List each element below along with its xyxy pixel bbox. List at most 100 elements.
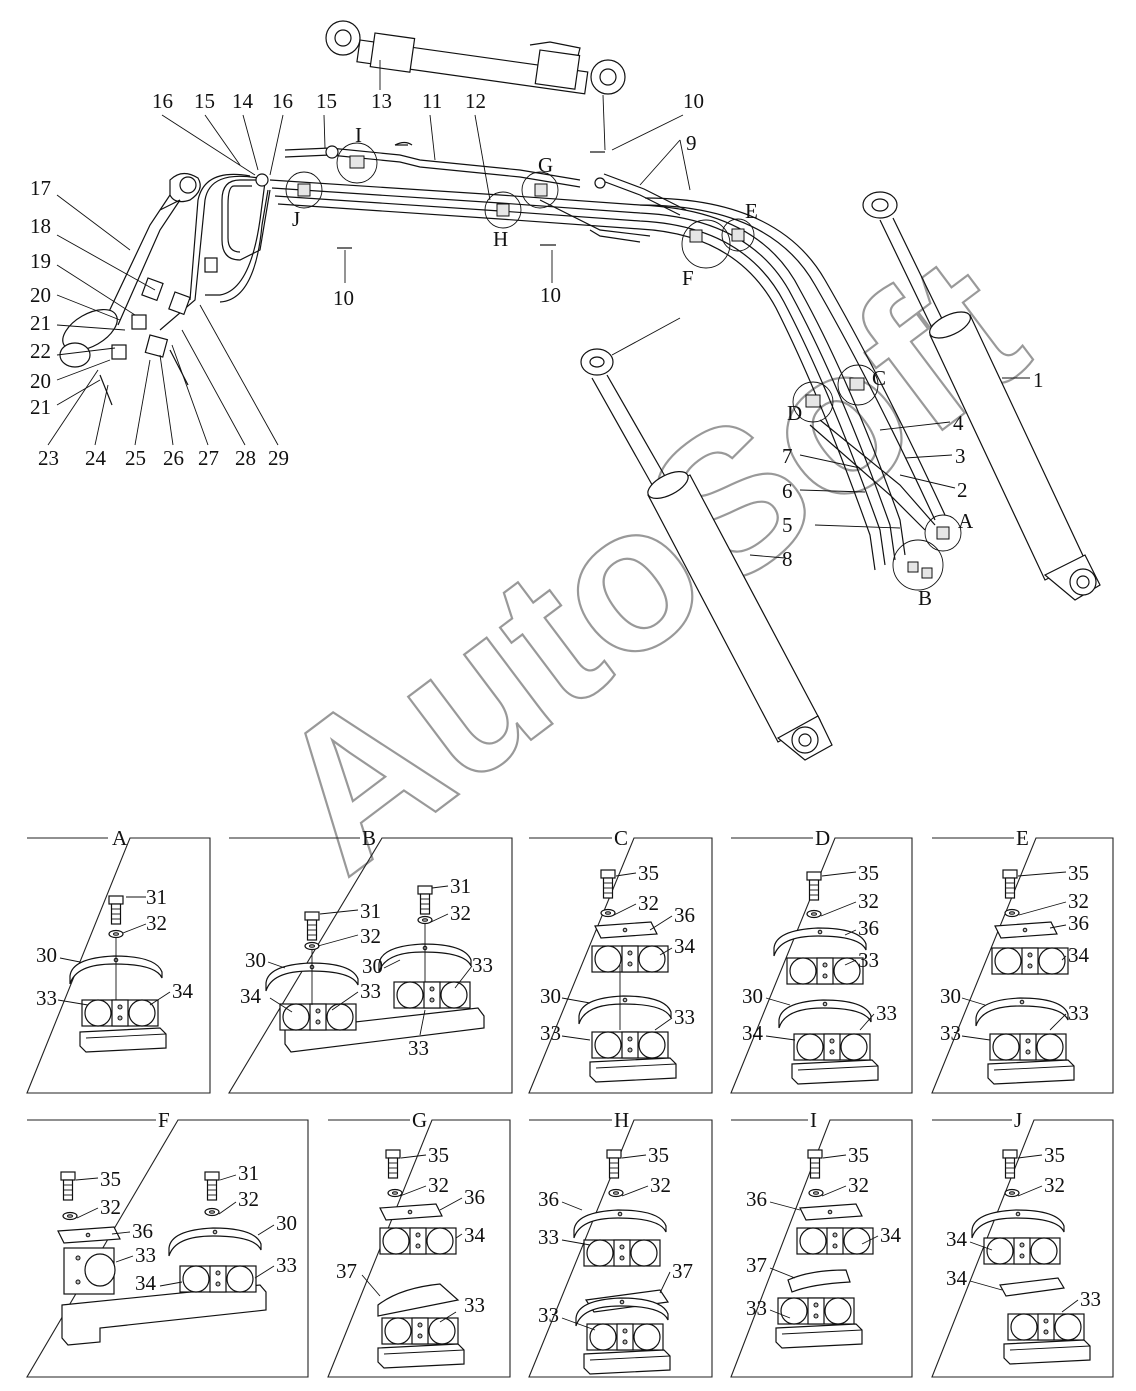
label: 30 [245,948,266,972]
marker-h: H [493,227,508,251]
callout: 14 [232,89,254,113]
callout: 13 [371,89,392,113]
callout: 6 [782,479,793,503]
label: 34 [464,1223,486,1247]
callout: 7 [782,444,793,468]
label: 33 [1080,1287,1101,1311]
label: 33 [464,1293,485,1317]
callout: 23 [38,446,59,470]
label: 33 [1068,1001,1089,1025]
detail-title: G [412,1108,427,1132]
marker-b: B [918,586,932,610]
callout: 20 [30,283,51,307]
callout: 25 [125,446,146,470]
label: 30 [276,1211,297,1235]
label: 30 [742,984,763,1008]
label: 33 [674,1005,695,1029]
label: 31 [146,885,167,909]
label: 36 [1068,911,1089,935]
label: 34 [674,934,696,958]
label: 36 [746,1187,767,1211]
main-callouts: 1 2 3 4 5 6 7 8 9 10 10 10 11 12 13 14 1… [30,89,1044,571]
callout: 22 [30,339,51,363]
label: 30 [940,984,961,1008]
callout: 17 [30,176,51,200]
callout: 2 [957,478,968,502]
marker-g: G [538,153,553,177]
label: 32 [146,911,167,935]
label: 33 [36,986,57,1010]
label: 33 [135,1243,156,1267]
label: 36 [674,903,695,927]
callout: 9 [686,131,697,155]
label: 34 [1068,943,1090,967]
label: 34 [742,1021,764,1045]
detail-view-b: B 31 32 31 32 30 30 34 33 33 33 [228,826,513,1094]
label: 36 [538,1187,559,1211]
detail-title: B [362,826,376,850]
detail-title: H [614,1108,629,1132]
label: 33 [876,1001,897,1025]
detail-title: J [1014,1108,1022,1132]
label: 35 [848,1143,869,1167]
detail-view-h: H 35 32 36 33 37 33 [528,1108,713,1378]
callout: 29 [268,446,289,470]
label: 35 [1068,861,1089,885]
label: 32 [238,1187,259,1211]
detail-title: F [158,1108,170,1132]
label: 35 [1044,1143,1065,1167]
detail-title: D [815,826,830,850]
callout: 16 [152,89,173,113]
callout: 8 [782,547,793,571]
detail-view-i: I 35 32 36 34 37 33 [730,1108,913,1378]
callout: 4 [953,411,964,435]
leader-lines [47,60,1030,559]
label: 30 [362,954,383,978]
cylinder-1 [862,191,1101,601]
label: 35 [100,1167,121,1191]
watermark: AutoSoft [234,212,1063,916]
callout: 10 [540,283,561,307]
label: 33 [360,979,381,1003]
marker-f: F [682,266,694,290]
callout: 10 [683,89,704,113]
label: 32 [450,901,471,925]
callout: 20 [30,369,51,393]
label: 32 [858,889,879,913]
marker-i: I [355,123,362,147]
left-hoses [59,172,271,406]
label: 31 [238,1161,259,1185]
callout: 21 [30,395,51,419]
label: 35 [858,861,879,885]
callout: 15 [194,89,215,113]
label: 37 [336,1259,357,1283]
label: 33 [276,1253,297,1277]
label: 34 [135,1271,157,1295]
label: 32 [100,1195,121,1219]
label: 33 [858,948,879,972]
callout: 21 [30,311,51,335]
label: 35 [428,1143,449,1167]
label: 30 [36,943,57,967]
label: 32 [638,891,659,915]
cylinder-8 [580,317,833,761]
callout: 16 [272,89,293,113]
label: 33 [746,1296,767,1320]
label: 32 [1068,889,1089,913]
label: 32 [360,924,381,948]
label: 35 [648,1143,669,1167]
label: 30 [540,984,561,1008]
label: 33 [538,1303,559,1327]
callout: 11 [422,89,442,113]
label: 32 [1044,1173,1065,1197]
marker-d: D [787,401,802,425]
marker-j: J [292,207,300,231]
detail-markers: A B C D E F G H I J [292,123,974,610]
label: 34 [946,1227,968,1251]
detail-view-a: A 31 32 30 33 34 [26,826,211,1094]
callout: 15 [316,89,337,113]
label: 33 [408,1036,429,1060]
callout: 19 [30,249,51,273]
label: 33 [540,1021,561,1045]
cylinder-13 [325,20,626,151]
